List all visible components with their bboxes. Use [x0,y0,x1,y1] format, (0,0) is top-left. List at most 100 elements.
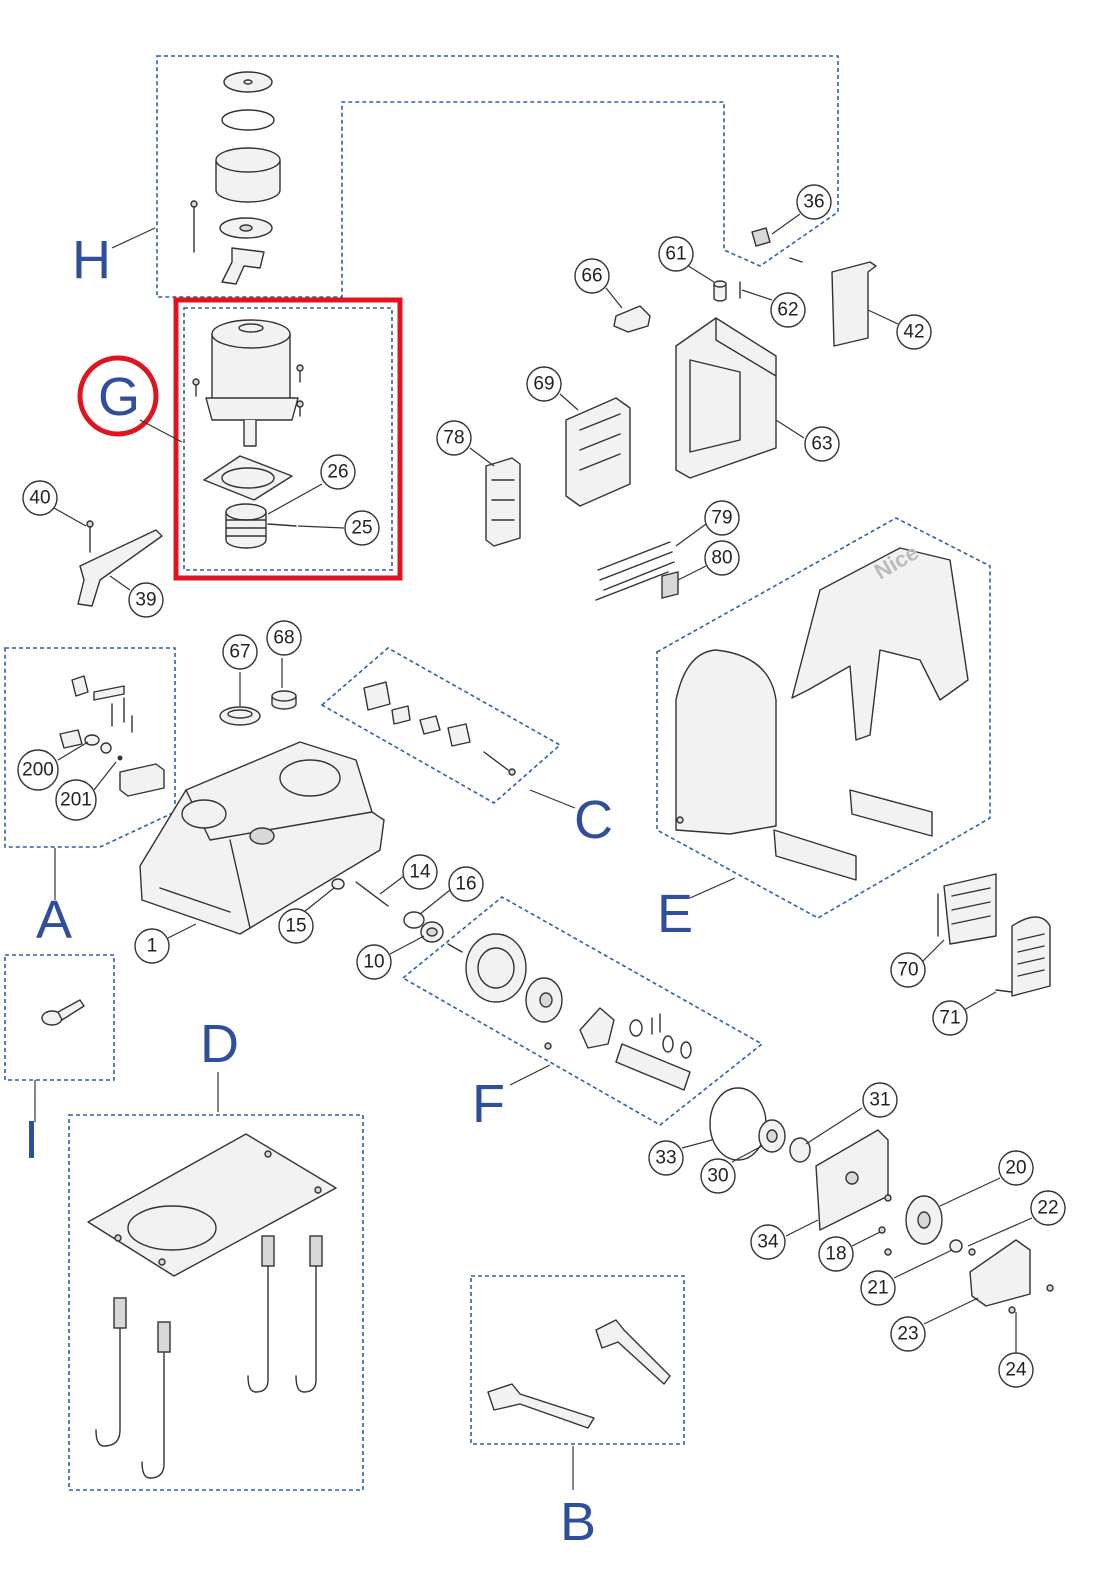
callout-14: 14 [402,854,438,890]
callout-25: 25 [344,510,380,546]
svg-text:23: 23 [897,1324,918,1345]
group-e-covers: Nice [675,539,969,881]
callout-40: 40 [22,480,58,516]
part-63-housing [675,317,777,479]
callout-24: 24 [998,1352,1034,1388]
group-label-h: H [72,230,111,290]
callout-67: 67 [222,634,258,670]
group-g-highlight-ring [77,355,159,437]
svg-text:21: 21 [867,1278,888,1299]
callout-39: 39 [128,582,164,618]
svg-text:36: 36 [803,192,824,213]
callout-15: 15 [278,908,314,944]
svg-text:61: 61 [665,244,686,265]
svg-text:201: 201 [60,790,92,811]
callout-18: 18 [818,1236,854,1272]
group-f-parts [447,933,692,1091]
group-b-brackets [487,1319,671,1429]
group-a-outline [4,647,176,848]
svg-text:18: 18 [825,1244,846,1265]
svg-text:33: 33 [655,1148,676,1169]
svg-text:62: 62 [777,300,798,321]
callout-66: 66 [574,258,610,294]
svg-text:26: 26 [327,462,348,483]
svg-text:20: 20 [1005,1158,1026,1179]
callout-78: 78 [436,420,472,456]
callout-23: 23 [890,1316,926,1352]
svg-text:10: 10 [363,952,384,973]
control-electronics [485,397,679,601]
grilles-70-71 [937,873,1051,997]
group-label-c: C [574,790,613,850]
callout-63: 63 [804,426,840,462]
callout-33: 33 [648,1140,684,1176]
svg-text:200: 200 [22,760,54,781]
group-label-a: A [36,890,72,950]
leader-lines [53,213,1033,1356]
group-d-outline [68,1114,364,1491]
group-label-f: F [472,1074,505,1134]
group-h-parts [190,71,281,285]
callout-71: 71 [932,1000,968,1036]
svg-text:39: 39 [135,590,156,611]
callout-36: 36 [796,184,832,220]
callout-34: 34 [750,1224,786,1260]
callout-20: 20 [998,1150,1034,1186]
svg-text:22: 22 [1037,1198,1058,1219]
group-g-outline [183,307,393,571]
callout-80: 80 [704,540,740,576]
svg-text:14: 14 [409,862,431,883]
group-i-outline [4,954,115,1081]
group-c-parts [363,681,516,776]
svg-text:66: 66 [581,266,602,287]
group-d-foundation [87,1133,337,1479]
svg-text:80: 80 [711,548,732,569]
callout-201: 201 [55,779,97,821]
svg-text:70: 70 [897,960,918,981]
svg-text:69: 69 [533,374,554,395]
group-i-key [41,999,85,1026]
group-c-outline [320,647,562,804]
svg-text:67: 67 [229,642,250,663]
group-f-outline [401,896,764,1126]
release-lever [77,520,163,607]
svg-text:63: 63 [811,434,832,455]
callout-61: 61 [658,236,694,272]
group-label-e: E [657,884,693,944]
svg-text:40: 40 [29,488,50,509]
group-label-b: B [560,1492,596,1552]
callout-1: 1 [134,928,170,964]
callout-22: 22 [1030,1190,1066,1226]
svg-text:16: 16 [455,874,476,895]
small-parts-top-right [613,227,877,347]
callout-42: 42 [896,314,932,350]
rings-67-68 [219,690,297,726]
callout-62: 62 [770,292,806,328]
svg-text:15: 15 [285,916,306,937]
callout-31: 31 [862,1082,898,1118]
svg-text:31: 31 [869,1090,890,1111]
part-1-gearbox-housing [139,741,385,935]
group-g-motor [192,319,304,549]
callout-16: 16 [448,866,484,902]
callout-69: 69 [526,366,562,402]
callout-200: 200 [17,749,59,791]
svg-text:79: 79 [711,508,732,529]
svg-text:25: 25 [351,518,372,539]
svg-text:71: 71 [939,1008,960,1029]
svg-text:78: 78 [443,428,464,449]
callout-30: 30 [700,1158,736,1194]
svg-text:24: 24 [1005,1360,1027,1381]
group-a-parts [59,675,165,797]
svg-text:68: 68 [273,628,294,649]
callout-79: 79 [704,500,740,536]
group-h-outline [156,55,839,298]
svg-text:30: 30 [707,1166,728,1187]
svg-text:34: 34 [757,1232,779,1253]
svg-text:1: 1 [147,936,158,957]
gear-cover-assembly [709,1087,1054,1314]
callout-26: 26 [320,454,356,490]
group-b-outline [470,1275,685,1445]
svg-text:42: 42 [903,322,924,343]
